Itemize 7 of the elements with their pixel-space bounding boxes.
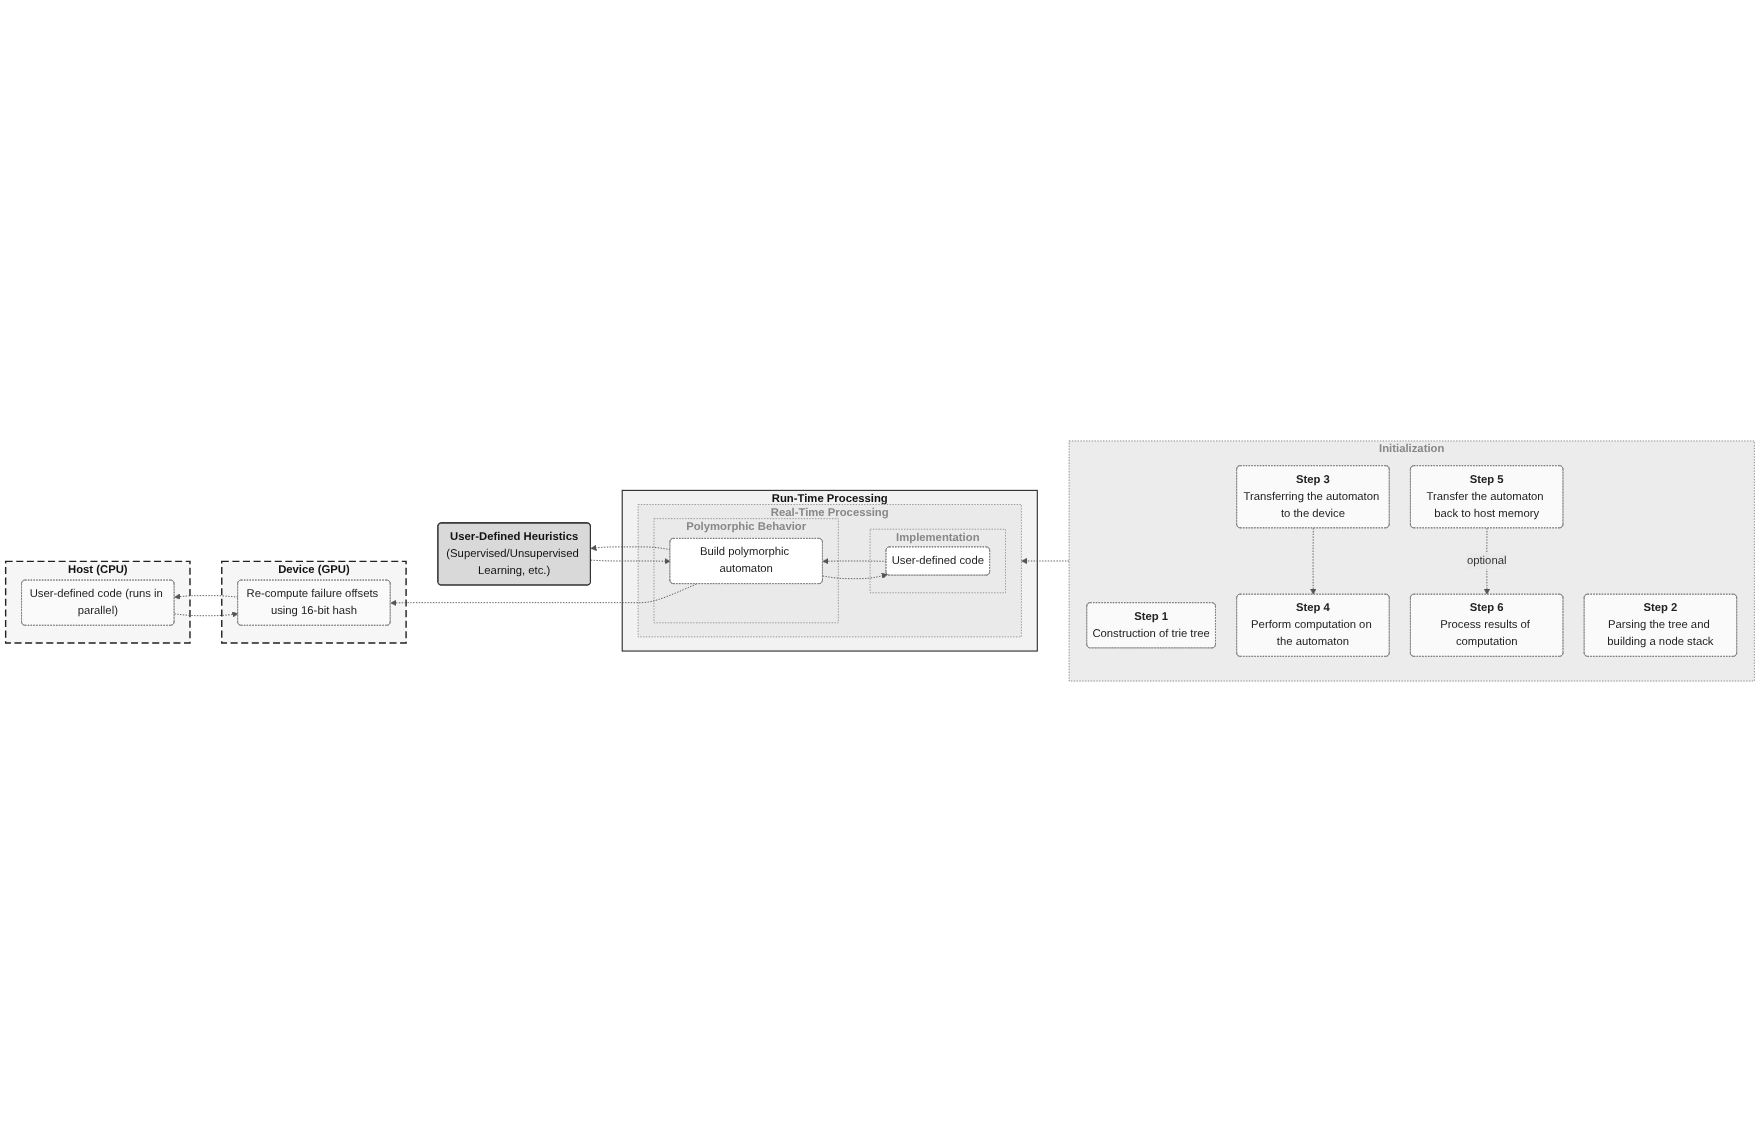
cluster xyxy=(869,528,1006,594)
cluster xyxy=(4,560,191,644)
cluster xyxy=(221,560,407,644)
cluster xyxy=(621,489,1038,652)
cluster xyxy=(653,518,839,624)
cluster xyxy=(637,504,1022,638)
cluster xyxy=(1068,440,1755,682)
